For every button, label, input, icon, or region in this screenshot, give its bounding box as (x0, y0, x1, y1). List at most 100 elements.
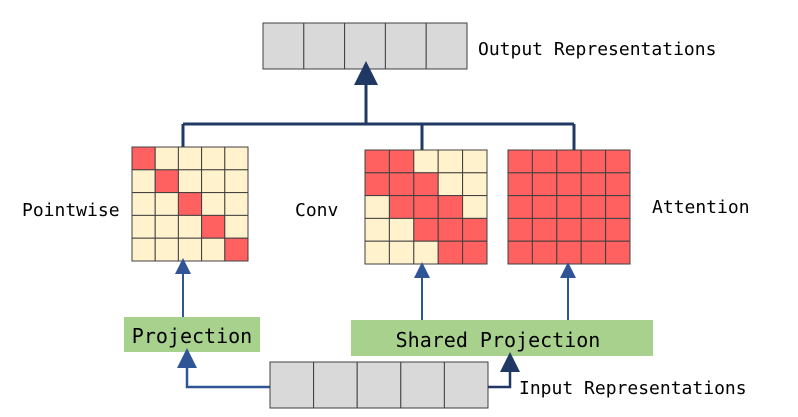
attention-matrix-cell (605, 240, 631, 265)
conv-matrix-cell (388, 149, 415, 174)
attention-matrix-cell (556, 149, 582, 174)
conv-matrix-cell (413, 217, 439, 242)
conv-matrix-cell (364, 217, 390, 242)
input-vector-cell (400, 361, 445, 409)
conv-matrix-cell (437, 172, 464, 197)
projection-label: Projection (132, 324, 252, 348)
attention-matrix-cell (580, 217, 607, 242)
output-vector-cell (262, 22, 305, 70)
output-representations-vector (262, 22, 468, 70)
pointwise-matrix-cell (224, 237, 249, 262)
input-vector-cell (356, 361, 402, 409)
output-representations-label: Output Representations (478, 39, 716, 60)
attention-matrix-cell (556, 172, 582, 197)
input-representations-label: Input Representations (519, 378, 747, 399)
conv-matrix-cell (437, 240, 464, 265)
conv-matrix-cell (437, 149, 464, 174)
pointwise-matrix-cell (177, 169, 203, 194)
output-vector-cell (384, 22, 427, 70)
conv-matrix-cell (364, 240, 390, 265)
pointwise-matrix-cell (201, 192, 226, 216)
attention-matrix-cell (531, 149, 558, 174)
attention-matrix-cell (605, 172, 631, 197)
conv-matrix-cell (462, 172, 488, 197)
output-connector (181, 61, 576, 150)
attention-matrix-cell (507, 149, 533, 174)
conv-label: Conv (295, 200, 338, 221)
attention-matrix-cell (507, 217, 533, 242)
attention-matrix-cell (605, 149, 631, 174)
input-connector (177, 348, 520, 389)
pointwise-matrix-cell (154, 192, 179, 216)
pointwise-matrix-cell (201, 169, 226, 194)
conv-matrix-cell (437, 217, 464, 242)
pointwise-matrix-cell (154, 237, 179, 262)
pointwise-matrix-cell (224, 192, 249, 216)
attention-matrix-cell (531, 217, 558, 242)
pointwise-matrix-cell (177, 192, 203, 216)
pointwise-matrix-cell (201, 237, 226, 262)
pointwise-matrix-cell (131, 169, 156, 194)
attention-matrix-cell (580, 172, 607, 197)
pointwise-matrix-cell (201, 146, 226, 171)
attention-matrix-cell (556, 217, 582, 242)
pointwise-matrix-cell (131, 146, 156, 171)
conv-matrix-cell (388, 172, 415, 197)
conv-matrix-cell (364, 172, 390, 197)
attention-matrix-cell (531, 195, 558, 219)
pointwise-matrix-cell (201, 214, 226, 239)
output-vector-cell (425, 22, 468, 70)
shared-projection-box (351, 320, 653, 356)
attention-matrix-cell (507, 195, 533, 219)
pointwise-matrix-cell (131, 214, 156, 239)
conv-matrix-cell (413, 195, 439, 219)
projection-box (124, 317, 260, 352)
attention-label: Attention (652, 197, 750, 218)
attention-matrix-cell (507, 240, 533, 265)
attention-matrix-cell (531, 172, 558, 197)
attention-matrix-cell (580, 149, 607, 174)
pointwise-matrix-cell (154, 146, 179, 171)
conv-matrix-cell (462, 149, 488, 174)
pointwise-matrix-cell (224, 169, 249, 194)
conv-matrix (364, 149, 488, 265)
conv-matrix-cell (462, 240, 488, 265)
projection-to-matrix-arrows (175, 258, 576, 320)
conv-matrix-cell (364, 149, 390, 174)
conv-matrix-cell (388, 195, 415, 219)
conv-matrix-cell (388, 217, 415, 242)
conv-matrix-cell (462, 195, 488, 219)
output-vector-cell (344, 22, 386, 70)
pointwise-matrix-cell (154, 214, 179, 239)
attention-matrix-cell (580, 240, 607, 265)
pointwise-matrix-cell (224, 146, 249, 171)
pointwise-matrix (131, 146, 249, 262)
attention-matrix-cell (531, 240, 558, 265)
pointwise-matrix-cell (177, 214, 203, 239)
pointwise-matrix-cell (154, 169, 179, 194)
conv-matrix-cell (413, 240, 439, 265)
attention-matrix-cell (507, 172, 533, 197)
shared-projection-label: Shared Projection (396, 328, 601, 352)
conv-matrix-cell (413, 172, 439, 197)
attention-matrix (507, 149, 631, 265)
input-representations-vector (269, 361, 489, 409)
attention-matrix-cell (605, 195, 631, 219)
output-vector-cell (303, 22, 346, 70)
attention-matrix-cell (556, 195, 582, 219)
attention-matrix-cell (580, 195, 607, 219)
conv-matrix-cell (388, 240, 415, 265)
pointwise-label: Pointwise (22, 200, 120, 221)
input-vector-cell (313, 361, 358, 409)
pointwise-matrix-cell (224, 214, 249, 239)
pointwise-matrix-cell (131, 237, 156, 262)
pointwise-matrix-cell (177, 237, 203, 262)
input-vector-cell (443, 361, 489, 409)
conv-matrix-cell (413, 149, 439, 174)
conv-matrix-cell (437, 195, 464, 219)
attention-matrix-cell (605, 217, 631, 242)
conv-matrix-cell (462, 217, 488, 242)
pointwise-matrix-cell (131, 192, 156, 216)
conv-matrix-cell (364, 195, 390, 219)
